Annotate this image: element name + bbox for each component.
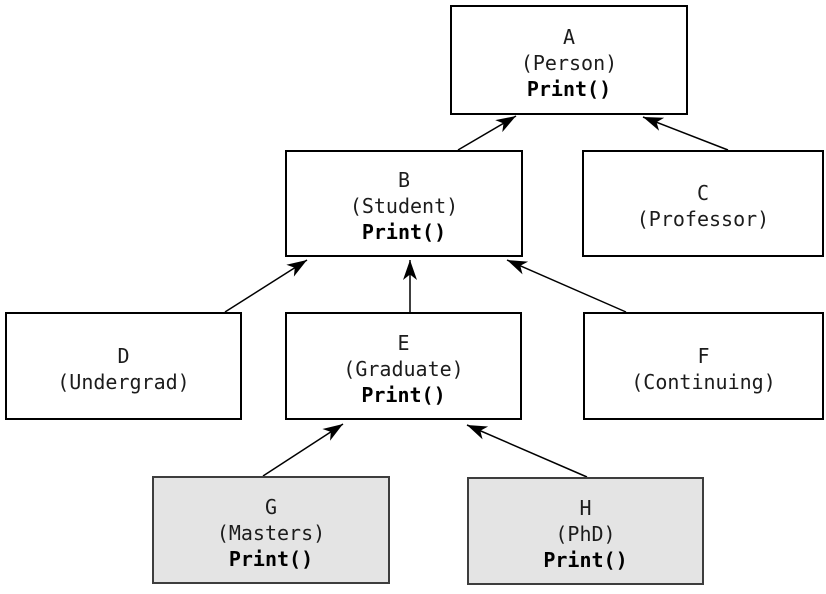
class-subtitle: (Professor): [636, 207, 770, 231]
class-name: B: [397, 168, 411, 192]
class-node-a: A (Person) Print(): [450, 5, 688, 115]
class-node-f: F (Continuing): [583, 312, 824, 420]
class-name: G: [264, 494, 278, 519]
class-subtitle: (Student): [349, 194, 459, 218]
class-node-b: B (Student) Print(): [285, 150, 523, 257]
class-name: H: [579, 495, 592, 520]
class-name: C: [696, 181, 710, 205]
arrow-B-to-A: [457, 115, 517, 151]
arrow-G-to-E: [262, 423, 344, 477]
class-name: D: [117, 343, 130, 368]
class-method: Print(): [361, 220, 447, 244]
class-name: A: [562, 24, 576, 49]
class-node-d: D (Undergrad): [5, 312, 242, 420]
class-method: Print(): [526, 76, 612, 101]
class-method: Print(): [543, 547, 628, 572]
class-subtitle: (Masters): [216, 520, 326, 545]
class-node-g: G (Masters) Print(): [152, 476, 390, 584]
class-method: Print(): [228, 546, 314, 571]
arrow-C-to-A: [642, 116, 729, 151]
class-subtitle: (Person): [520, 50, 618, 75]
arrow-F-to-B: [506, 259, 627, 313]
class-subtitle: (Undergrad): [57, 369, 190, 394]
class-subtitle: (Graduate): [343, 356, 464, 381]
class-node-c: C (Professor): [582, 150, 824, 257]
class-name: E: [397, 330, 410, 355]
class-subtitle: (Continuing): [631, 369, 776, 394]
class-method: Print(): [361, 382, 446, 407]
arrow-H-to-E: [466, 424, 588, 478]
class-subtitle: (PhD): [555, 521, 616, 546]
class-node-h: H (PhD) Print(): [467, 477, 704, 585]
class-name: F: [697, 343, 710, 368]
arrow-D-to-B: [224, 259, 308, 313]
class-node-e: E (Graduate) Print(): [285, 312, 522, 420]
